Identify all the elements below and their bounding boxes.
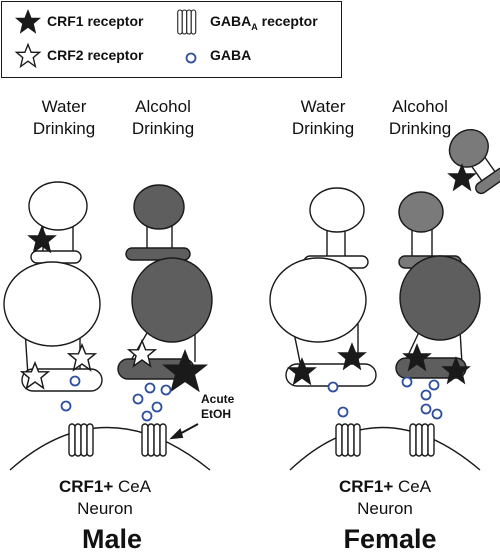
legend-gaba-label: GABA (210, 47, 252, 63)
male-gaba-a-receptor-right (141, 423, 167, 457)
legend-box (1, 1, 342, 78)
female-gaba-a-receptor-left (335, 423, 361, 457)
male-water-synapse (3, 181, 103, 392)
male-alcohol-crf1-star-large (163, 350, 207, 392)
female-neuron-label: CRF1+ CeA Neuron (338, 477, 432, 518)
acute-etoh-arrow (169, 423, 199, 440)
legend-gaba-a-icon (177, 9, 197, 35)
legend-crf2-icon (15, 43, 41, 68)
female-alcohol-gaba (401, 376, 443, 420)
legend-crf2-label: CRF2 receptor (47, 47, 144, 63)
female-water-gaba (327, 381, 349, 418)
male-neuron-membrane (9, 426, 211, 471)
female-alcohol-synapse (395, 128, 500, 379)
male-neuron-label: CRF1+ CeA Neuron (58, 477, 152, 518)
male-water-crf2-star-right (68, 344, 96, 371)
female-label: Female (343, 524, 437, 554)
legend-gaba-a-label: GABAA receptor (210, 13, 318, 32)
male-gaba-a-receptor-left (68, 423, 94, 457)
legend-gaba-icon (185, 52, 197, 64)
female-neuron-membrane (289, 426, 481, 471)
legend-crf1-icon (15, 9, 41, 34)
male-water-gaba (60, 375, 81, 412)
male-label: Male (81, 524, 143, 554)
female-gaba-a-receptor-right (409, 423, 435, 457)
male-alcohol-gaba (132, 382, 172, 422)
male-water-crf1-star (28, 226, 56, 253)
legend-crf1-label: CRF1 receptor (47, 13, 144, 29)
female-alcohol-crf1-star-tilted (448, 164, 476, 191)
